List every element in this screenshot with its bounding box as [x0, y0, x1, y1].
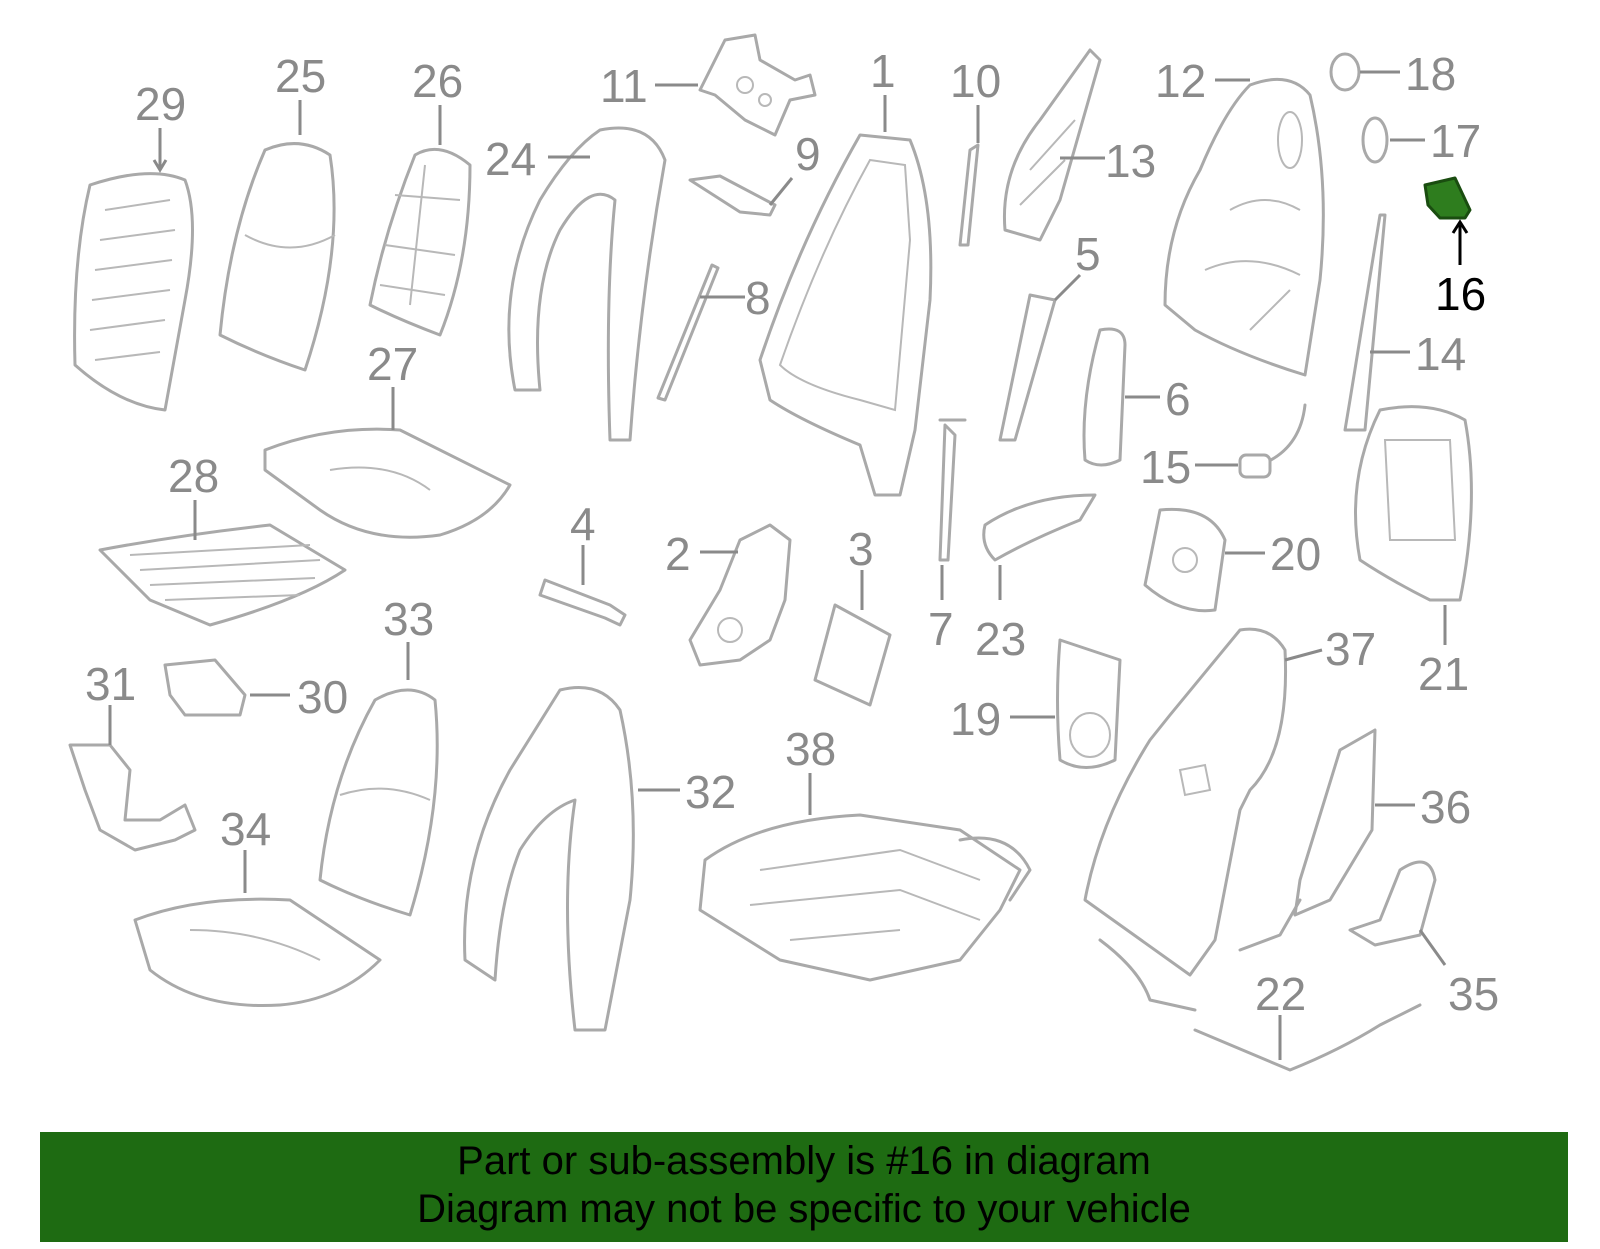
label-32: 32 — [685, 766, 736, 818]
label-12: 12 — [1155, 55, 1206, 107]
label-36: 36 — [1420, 781, 1471, 833]
part-15 — [1238, 403, 1307, 479]
label-22: 22 — [1255, 968, 1306, 1020]
banner-text-disclaimer: Diagram may not be specific to your vehi… — [417, 1187, 1191, 1231]
label-18: 18 — [1405, 48, 1456, 100]
label-29: 29 — [135, 78, 186, 130]
part-33 — [318, 688, 439, 917]
label-9: 9 — [795, 128, 821, 180]
label-5: 5 — [1075, 228, 1101, 280]
part-12 — [1163, 77, 1325, 377]
part-3 — [813, 603, 892, 707]
part-18 — [1329, 52, 1361, 92]
part-7 — [938, 418, 967, 562]
label-8: 8 — [745, 272, 771, 324]
part-34 — [133, 897, 382, 1008]
part-31 — [68, 743, 197, 852]
part-16-highlighted — [1423, 176, 1472, 220]
part-36 — [1293, 728, 1377, 917]
part-24 — [507, 126, 667, 442]
part-14 — [1343, 213, 1387, 432]
part-9 — [688, 174, 777, 217]
label-14: 14 — [1415, 328, 1466, 380]
part-25 — [218, 142, 336, 372]
label-4: 4 — [570, 498, 596, 550]
label-37: 37 — [1325, 623, 1376, 675]
label-34: 34 — [220, 803, 271, 855]
label-35: 35 — [1448, 968, 1499, 1020]
part-20 — [1143, 507, 1227, 613]
label-23: 23 — [975, 613, 1026, 665]
label-33: 33 — [383, 593, 434, 645]
label-21: 21 — [1418, 648, 1469, 700]
label-31: 31 — [85, 658, 136, 710]
label-11: 11 — [600, 60, 648, 112]
label-3: 3 — [848, 523, 874, 575]
label-13: 13 — [1105, 135, 1156, 187]
label-38: 38 — [785, 723, 836, 775]
label-24: 24 — [485, 133, 536, 185]
part-22 — [1098, 898, 1422, 1072]
banner-text-part-number: Part or sub-assembly is #16 in diagram — [457, 1139, 1151, 1183]
part-11 — [698, 33, 817, 137]
label-26: 26 — [412, 55, 463, 107]
label-15: 15 — [1140, 441, 1191, 493]
part-1 — [758, 133, 933, 497]
part-30 — [163, 658, 247, 717]
label-7: 7 — [928, 603, 954, 655]
part-5 — [998, 293, 1057, 442]
part-2 — [688, 523, 792, 667]
label-2: 2 — [665, 528, 691, 580]
label-28: 28 — [168, 450, 219, 502]
part-35 — [1348, 860, 1437, 947]
part-23 — [982, 493, 1097, 562]
label-1: 1 — [870, 45, 896, 97]
part-6 — [1082, 327, 1127, 467]
part-21 — [1354, 405, 1473, 602]
part-8 — [656, 263, 720, 402]
part-17 — [1361, 116, 1389, 164]
label-6: 6 — [1165, 373, 1191, 425]
label-10: 10 — [950, 55, 1001, 107]
part-28 — [98, 523, 347, 627]
label-17: 17 — [1430, 115, 1481, 167]
part-32 — [463, 686, 635, 1032]
label-19: 19 — [950, 693, 1001, 745]
part-info-banner: Part or sub-assembly is #16 in diagram D… — [40, 1132, 1568, 1242]
label-20: 20 — [1270, 528, 1321, 580]
label-27: 27 — [367, 338, 418, 390]
label-30: 30 — [297, 671, 348, 723]
part-27 — [263, 427, 512, 539]
part-13 — [1002, 48, 1102, 242]
part-19 — [1056, 638, 1122, 769]
part-10 — [958, 143, 980, 247]
part-29 — [73, 172, 194, 412]
label-16: 16 — [1435, 268, 1486, 320]
label-25: 25 — [275, 50, 326, 102]
part-37 — [1083, 627, 1288, 977]
part-26 — [368, 147, 472, 337]
part-4 — [538, 578, 627, 627]
part-38 — [698, 813, 1032, 982]
